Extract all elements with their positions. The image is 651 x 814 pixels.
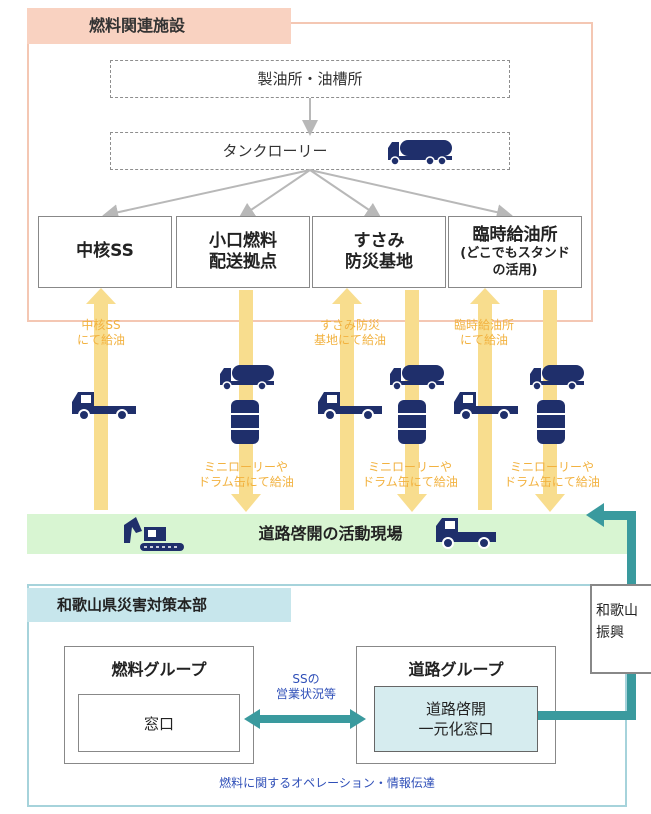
site-truck-icon <box>436 518 496 549</box>
hq-title: 和歌山県災害対策本部 <box>27 588 291 622</box>
susami-supply-line1: すさみ防災 <box>319 318 380 332</box>
node-susami-base-line2: 防災基地 <box>345 252 413 272</box>
road-window-line2: 一元化窓口 <box>418 720 494 738</box>
info-exchange-label: SSの 営業状況等 <box>258 672 354 702</box>
fuel-facilities-title: 燃料関連施設 <box>27 8 291 44</box>
refinery-box: 製油所・油槽所 <box>110 60 510 98</box>
core-ss-supply-label: 中核SS にて給油 <box>64 318 138 348</box>
road-window-box: 道路啓開 一元化窓口 <box>374 686 538 752</box>
side-box-line2: 振興 <box>596 625 624 642</box>
node-temporary-station-line2: (どこでもスタンド <box>460 246 570 262</box>
node-susami-base-line1: すさみ <box>353 230 405 251</box>
excavator-icon <box>124 517 184 551</box>
refinery-label: 製油所・油槽所 <box>257 70 363 88</box>
depot-mini-supply-line1: ミニローリーや <box>203 460 288 474</box>
tanker-truck-icon <box>388 140 452 166</box>
hq-frame <box>27 584 627 807</box>
tanker-label: タンクローリー <box>222 142 328 160</box>
drum-can-icon <box>537 400 565 444</box>
fuel-group-title: 燃料グループ <box>111 660 207 679</box>
node-small-fuel-depot-line1: 小口燃料 <box>209 230 277 251</box>
temp-station-supply-line1: 臨時給油所 <box>453 318 514 332</box>
info-exchange-line1: SSの <box>292 672 320 686</box>
tanker-to-susami-arrow <box>309 169 382 219</box>
susami-supply-label: すさみ防災 基地にて給油 <box>300 318 400 348</box>
pickup-truck-icon <box>318 392 382 421</box>
tanker-to-temp-station-arrow <box>309 169 513 221</box>
susami-supply-line2: 基地にて給油 <box>313 333 386 347</box>
core-ss-supply-line1: 中核SS <box>81 318 121 332</box>
road-clearing-site-label: 道路啓開の活動現場 <box>258 524 403 543</box>
susami-mini-supply-line1: ミニローリーや <box>367 460 452 474</box>
hq-footer-label: 燃料に関するオペレーション・情報伝達 <box>219 776 435 790</box>
road-window-line1: 道路啓開 <box>425 699 486 718</box>
node-temporary-station: 臨時給油所 (どこでもスタンド の活用) <box>448 216 582 288</box>
temp-mini-supply-line1: ミニローリーや <box>509 460 594 474</box>
core-ss-supply-line2: にて給油 <box>76 333 125 347</box>
tanker-to-small-depot-arrow <box>238 169 311 219</box>
side-box-line1: 和歌山 <box>596 603 638 619</box>
side-box: 和歌山 振興 <box>590 584 651 674</box>
fuel-road-double-arrow <box>244 709 366 729</box>
node-core-ss-label: 中核SS <box>76 241 134 262</box>
depot-mini-supply-label: ミニローリーや ドラム缶にて給油 <box>186 460 306 490</box>
node-small-fuel-depot-line2: 配送拠点 <box>209 252 277 272</box>
drum-can-icon <box>231 400 259 444</box>
node-core-ss: 中核SS <box>38 216 172 288</box>
temp-mini-supply-line2: ドラム缶にて給油 <box>504 475 600 489</box>
road-group-title: 道路グループ <box>408 660 504 679</box>
mini-tanker-icon <box>530 365 584 391</box>
susami-mini-supply-line2: ドラム缶にて給油 <box>362 475 458 489</box>
info-exchange-line2: 営業状況等 <box>275 687 336 701</box>
node-small-fuel-depot: 小口燃料 配送拠点 <box>176 216 310 288</box>
tanker-to-core-ss-arrow <box>102 169 311 221</box>
fuel-window-box: 窓口 <box>78 694 240 752</box>
node-temporary-station-line1: 臨時給油所 <box>472 225 558 246</box>
pickup-truck-icon <box>454 392 518 421</box>
temp-station-supply-line2: にて給油 <box>459 333 508 347</box>
mini-tanker-icon <box>220 365 274 391</box>
fuel-window-label: 窓口 <box>143 714 174 733</box>
pickup-truck-icon <box>72 392 136 421</box>
temp-station-supply-label: 臨時給油所 にて給油 <box>434 318 534 348</box>
node-temporary-station-line3: の活用) <box>492 262 538 278</box>
depot-mini-supply-line2: ドラム缶にて給油 <box>198 475 294 489</box>
drum-can-icon <box>398 400 426 444</box>
temp-mini-supply-label: ミニローリーや ドラム缶にて給油 <box>492 460 612 490</box>
node-susami-base: すさみ 防災基地 <box>312 216 446 288</box>
susami-mini-supply-label: ミニローリーや ドラム缶にて給油 <box>350 460 470 490</box>
mini-tanker-icon <box>390 365 444 391</box>
fuel-facilities-frame <box>27 22 593 322</box>
